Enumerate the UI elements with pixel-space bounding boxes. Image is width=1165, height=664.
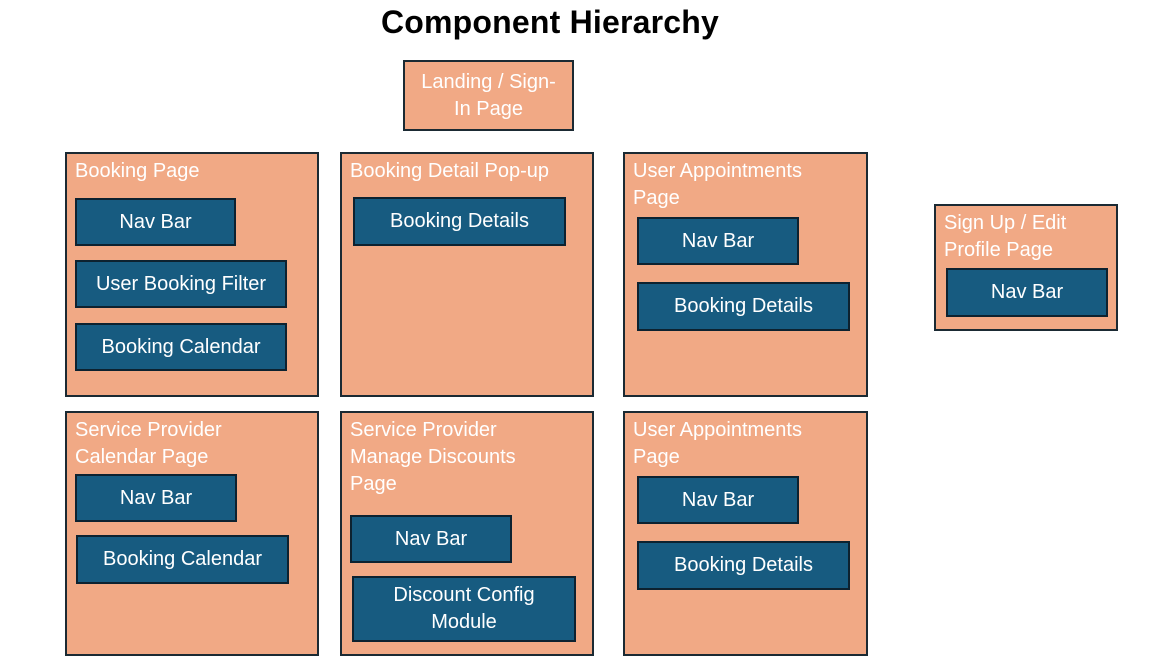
user-appointments-page-label-top: User Appointments Page bbox=[633, 160, 802, 209]
service-provider-discount-config-module: Discount Config Module bbox=[352, 576, 576, 642]
service-provider-calendar-page-label: Service Provider Calendar Page bbox=[75, 419, 222, 468]
user-appointments-page-label-bottom: User Appointments Page bbox=[633, 419, 802, 468]
booking-detail-popup-node: Booking Detail Pop-up Booking Details bbox=[340, 152, 594, 397]
user-appointments-page-node-bottom: User Appointments Page Nav Bar Booking D… bbox=[623, 411, 868, 656]
booking-page-booking-calendar: Booking Calendar bbox=[75, 323, 287, 371]
booking-page-label: Booking Page bbox=[75, 160, 200, 182]
service-provider-manage-discounts-page-node: Service Provider Manage Discounts Page N… bbox=[340, 411, 594, 656]
landing-signin-page-node: Landing / Sign- In Page bbox=[403, 60, 574, 131]
booking-detail-popup-label: Booking Detail Pop-up bbox=[350, 160, 550, 182]
booking-page-user-booking-filter: User Booking Filter bbox=[75, 260, 287, 308]
service-provider-calendar-page-node: Service Provider Calendar Page Nav Bar B… bbox=[65, 411, 319, 656]
service-provider-calendar-booking-calendar: Booking Calendar bbox=[76, 535, 289, 584]
service-provider-discounts-nav-bar: Nav Bar bbox=[350, 515, 512, 563]
signup-edit-profile-page-label: Sign Up / Edit Profile Page bbox=[944, 212, 1067, 261]
diagram-title: Component Hierarchy bbox=[380, 4, 720, 40]
user-appointments-top-booking-details: Booking Details bbox=[637, 282, 850, 331]
user-appointments-top-nav-bar: Nav Bar bbox=[637, 217, 799, 265]
user-appointments-page-node-top: User Appointments Page Nav Bar Booking D… bbox=[623, 152, 868, 397]
booking-detail-popup-booking-details: Booking Details bbox=[353, 197, 566, 246]
signup-edit-profile-page-node: Sign Up / Edit Profile Page Nav Bar bbox=[934, 204, 1118, 331]
booking-page-node: Booking Page Nav Bar User Booking Filter… bbox=[65, 152, 319, 397]
landing-signin-page-label: Landing / Sign- In Page bbox=[421, 71, 556, 120]
booking-page-nav-bar: Nav Bar bbox=[75, 198, 236, 246]
signup-edit-profile-nav-bar: Nav Bar bbox=[946, 268, 1108, 317]
service-provider-calendar-nav-bar: Nav Bar bbox=[75, 474, 237, 522]
user-appointments-bottom-booking-details: Booking Details bbox=[637, 541, 850, 590]
service-provider-manage-discounts-page-label: Service Provider Manage Discounts Page bbox=[350, 419, 516, 495]
user-appointments-bottom-nav-bar: Nav Bar bbox=[637, 476, 799, 524]
